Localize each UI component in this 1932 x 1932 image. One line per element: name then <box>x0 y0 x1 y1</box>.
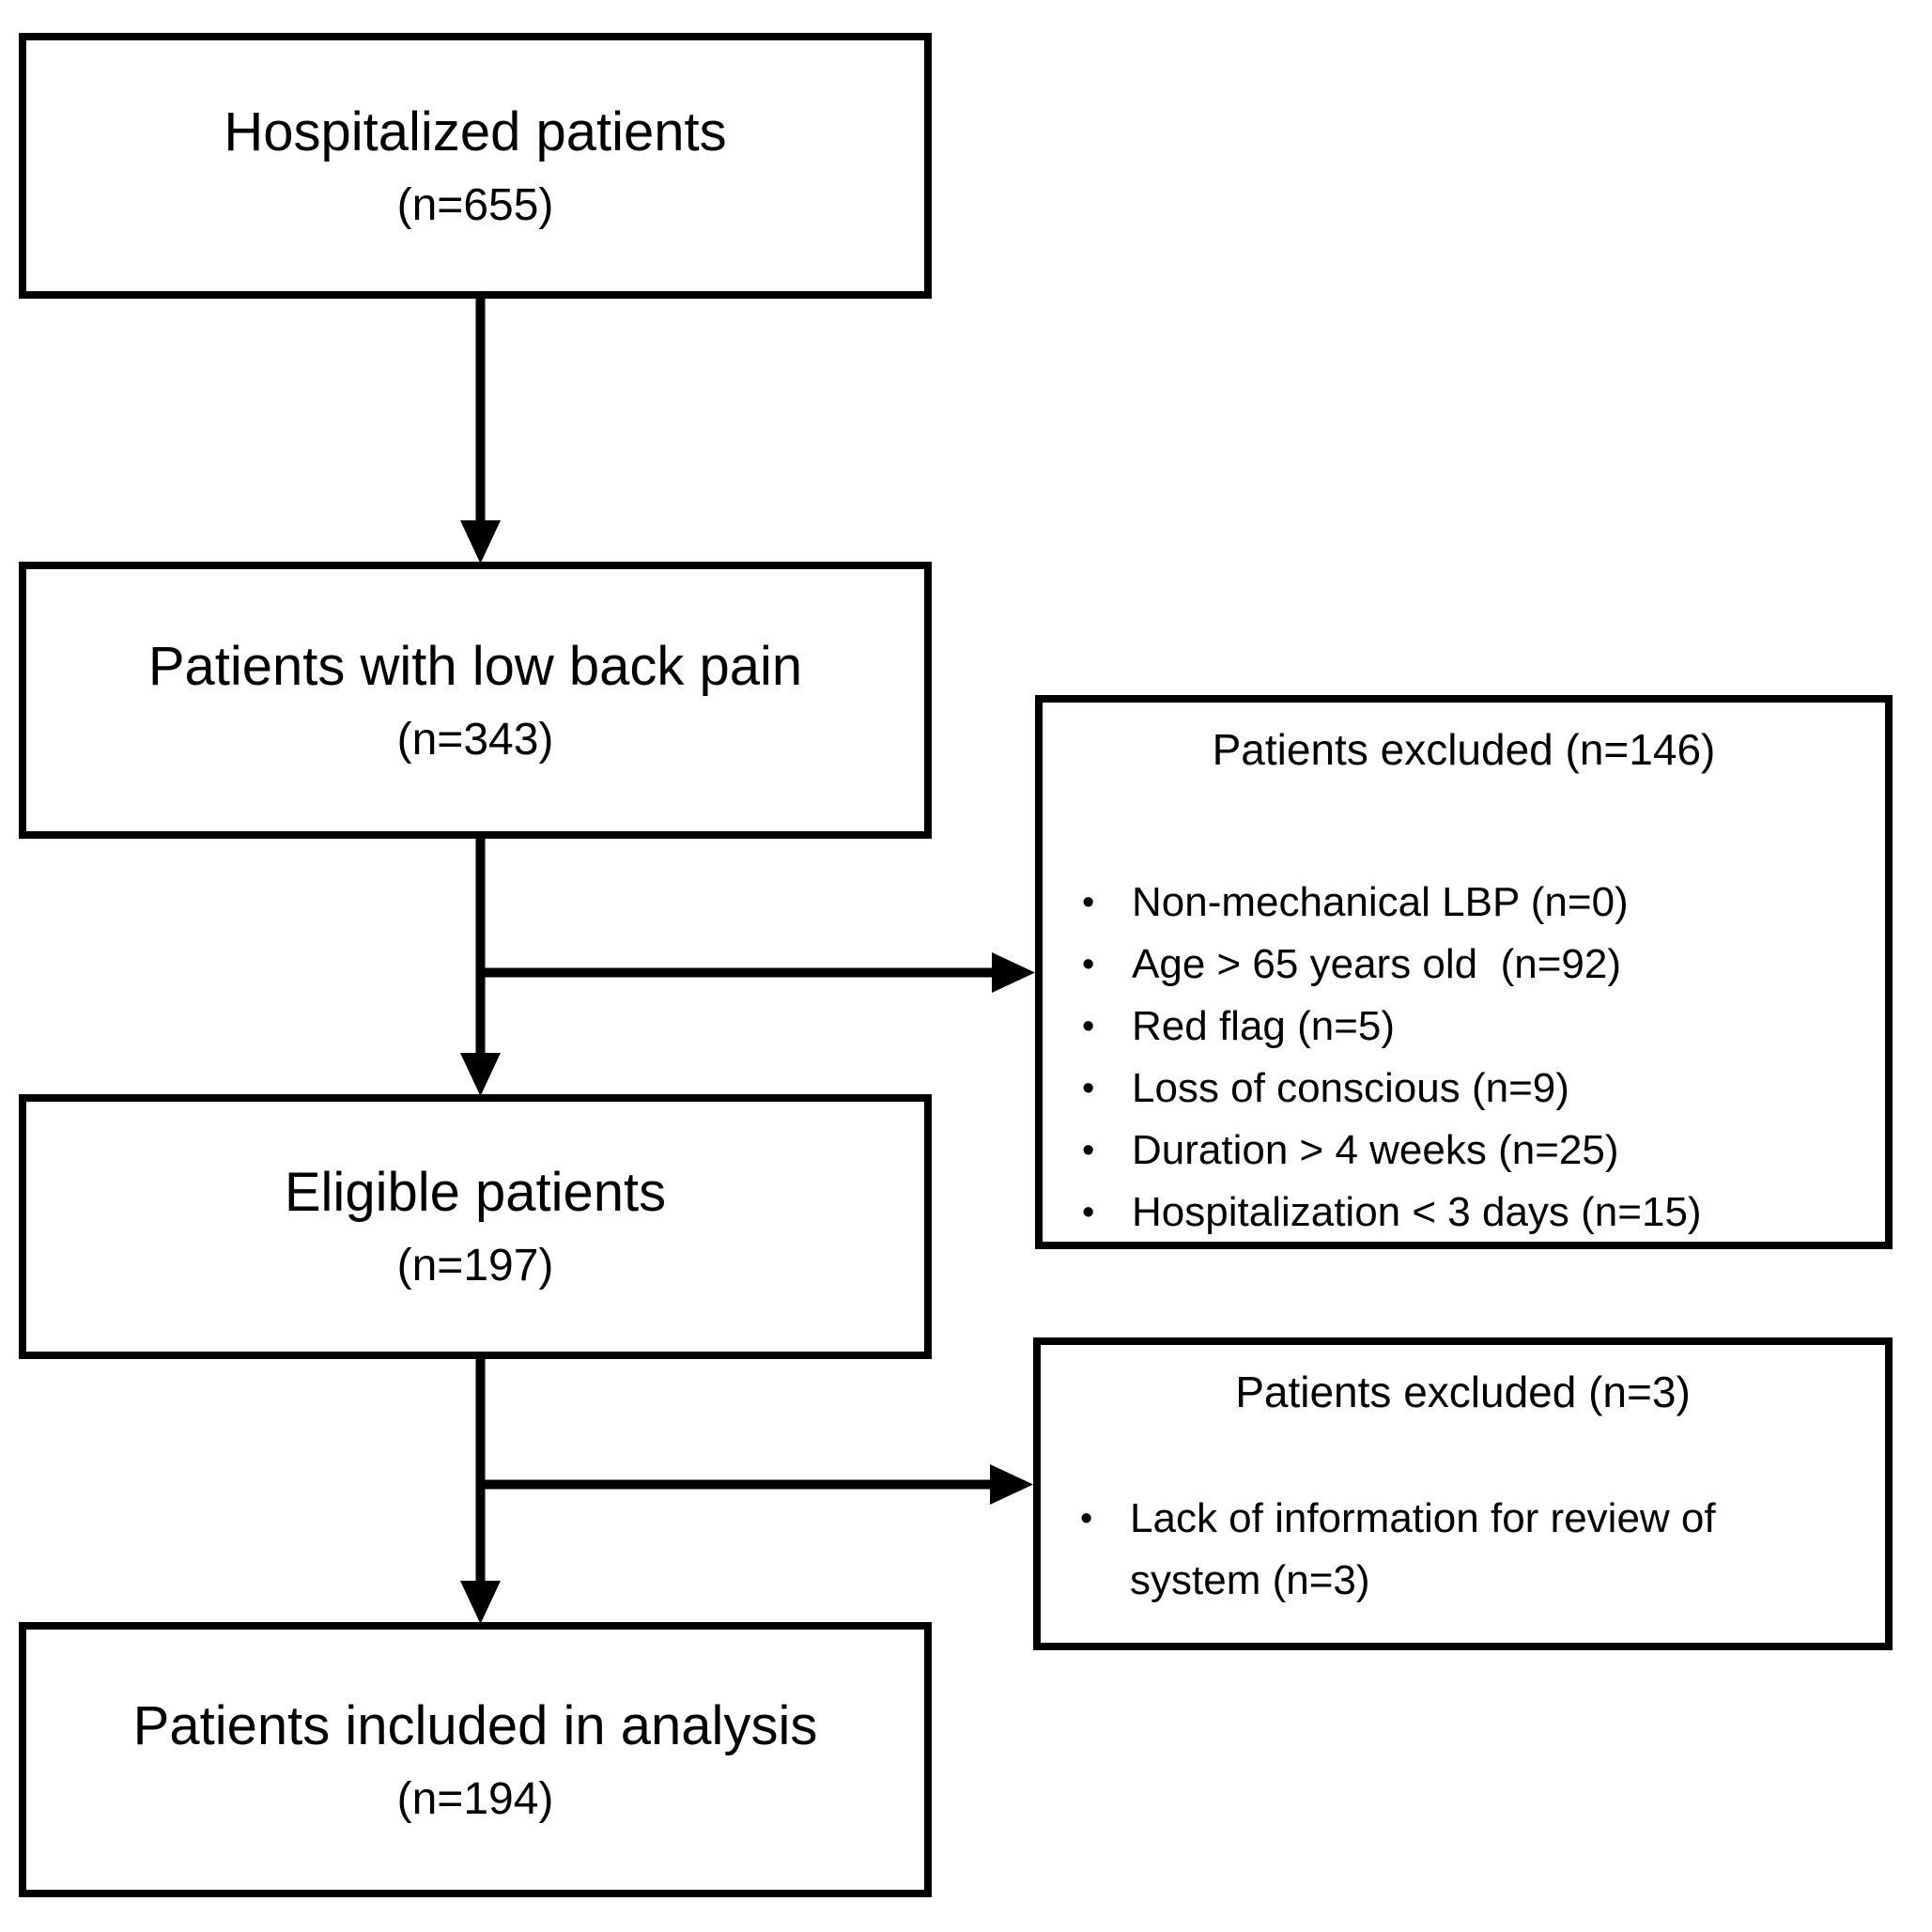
exclusion-item: • Red flag (n=5) <box>1061 996 1847 1058</box>
exclusion-item-text: Hospitalization < 3 days (n=15) <box>1132 1188 1702 1235</box>
bullet-icon: • <box>1082 1192 1095 1232</box>
exclusion-item: • Hospitalization < 3 days (n=15) <box>1061 1182 1847 1244</box>
exclusion-list: • Non-mechanical LBP (n=0) • Age > 65 ye… <box>1043 872 1885 1244</box>
box-label: Eligible patients <box>284 1162 667 1224</box>
box-label: Patients included in analysis <box>132 1694 818 1756</box>
exclusion-item: • Duration > 4 weeks (n=25) <box>1061 1120 1847 1182</box>
exclusion-item-text: Non-mechanical LBP (n=0) <box>1132 878 1629 925</box>
box-label: Patients with low back pain <box>147 635 803 697</box>
exclusion-item-text: Red flag (n=5) <box>1132 1002 1396 1049</box>
exclusion-item: • Loss of conscious (n=9) <box>1061 1058 1847 1120</box>
exclusion-item-text: Lack of information for review of system… <box>1130 1494 1727 1603</box>
arrow-branch-excluded-2 <box>476 1464 1033 1505</box>
bullet-icon: • <box>1082 1068 1095 1108</box>
exclusion-item: • Lack of information for review of syst… <box>1059 1488 1847 1612</box>
bullet-icon: • <box>1082 1006 1095 1046</box>
exclusion-item: • Age > 65 years old (n=92) <box>1061 934 1847 996</box>
exclusion-title: Patients excluded (n=146) <box>1212 725 1716 774</box>
arrow-down-1 <box>460 299 501 564</box>
exclusion-item: • Non-mechanical LBP (n=0) <box>1061 872 1847 934</box>
box-count: (n=343) <box>396 714 554 765</box>
exclusion-item-text: Age > 65 years old (n=92) <box>1132 940 1621 987</box>
exclusion-item-text: Duration > 4 weeks (n=25) <box>1132 1126 1619 1173</box>
bullet-icon: • <box>1082 1130 1095 1170</box>
box-eligible-patients: Eligible patients (n=197) <box>19 1094 932 1359</box>
box-excluded-3: Patients excluded (n=3) • Lack of inform… <box>1033 1337 1893 1650</box>
box-count: (n=194) <box>396 1773 554 1824</box>
box-hospitalized-patients: Hospitalized patients (n=655) <box>19 33 932 299</box>
exclusion-item-text: Loss of conscious (n=9) <box>1132 1064 1569 1111</box>
arrow-down-2 <box>460 839 501 1096</box>
box-low-back-pain-patients: Patients with low back pain (n=343) <box>19 562 932 839</box>
box-count: (n=655) <box>396 179 554 230</box>
box-included-in-analysis: Patients included in analysis (n=194) <box>19 1622 932 1897</box>
exclusion-title: Patients excluded (n=3) <box>1235 1368 1691 1416</box>
arrow-down-3 <box>460 1359 501 1624</box>
bullet-icon: • <box>1082 882 1095 922</box>
arrow-branch-excluded-1 <box>476 952 1035 993</box>
bullet-icon: • <box>1082 944 1095 984</box>
exclusion-list: • Lack of information for review of syst… <box>1041 1488 1885 1612</box>
box-excluded-146: Patients excluded (n=146) • Non-mechanic… <box>1035 695 1893 1249</box>
box-count: (n=197) <box>396 1241 554 1291</box>
bullet-icon: • <box>1080 1498 1093 1538</box>
box-label: Hospitalized patients <box>224 100 727 162</box>
